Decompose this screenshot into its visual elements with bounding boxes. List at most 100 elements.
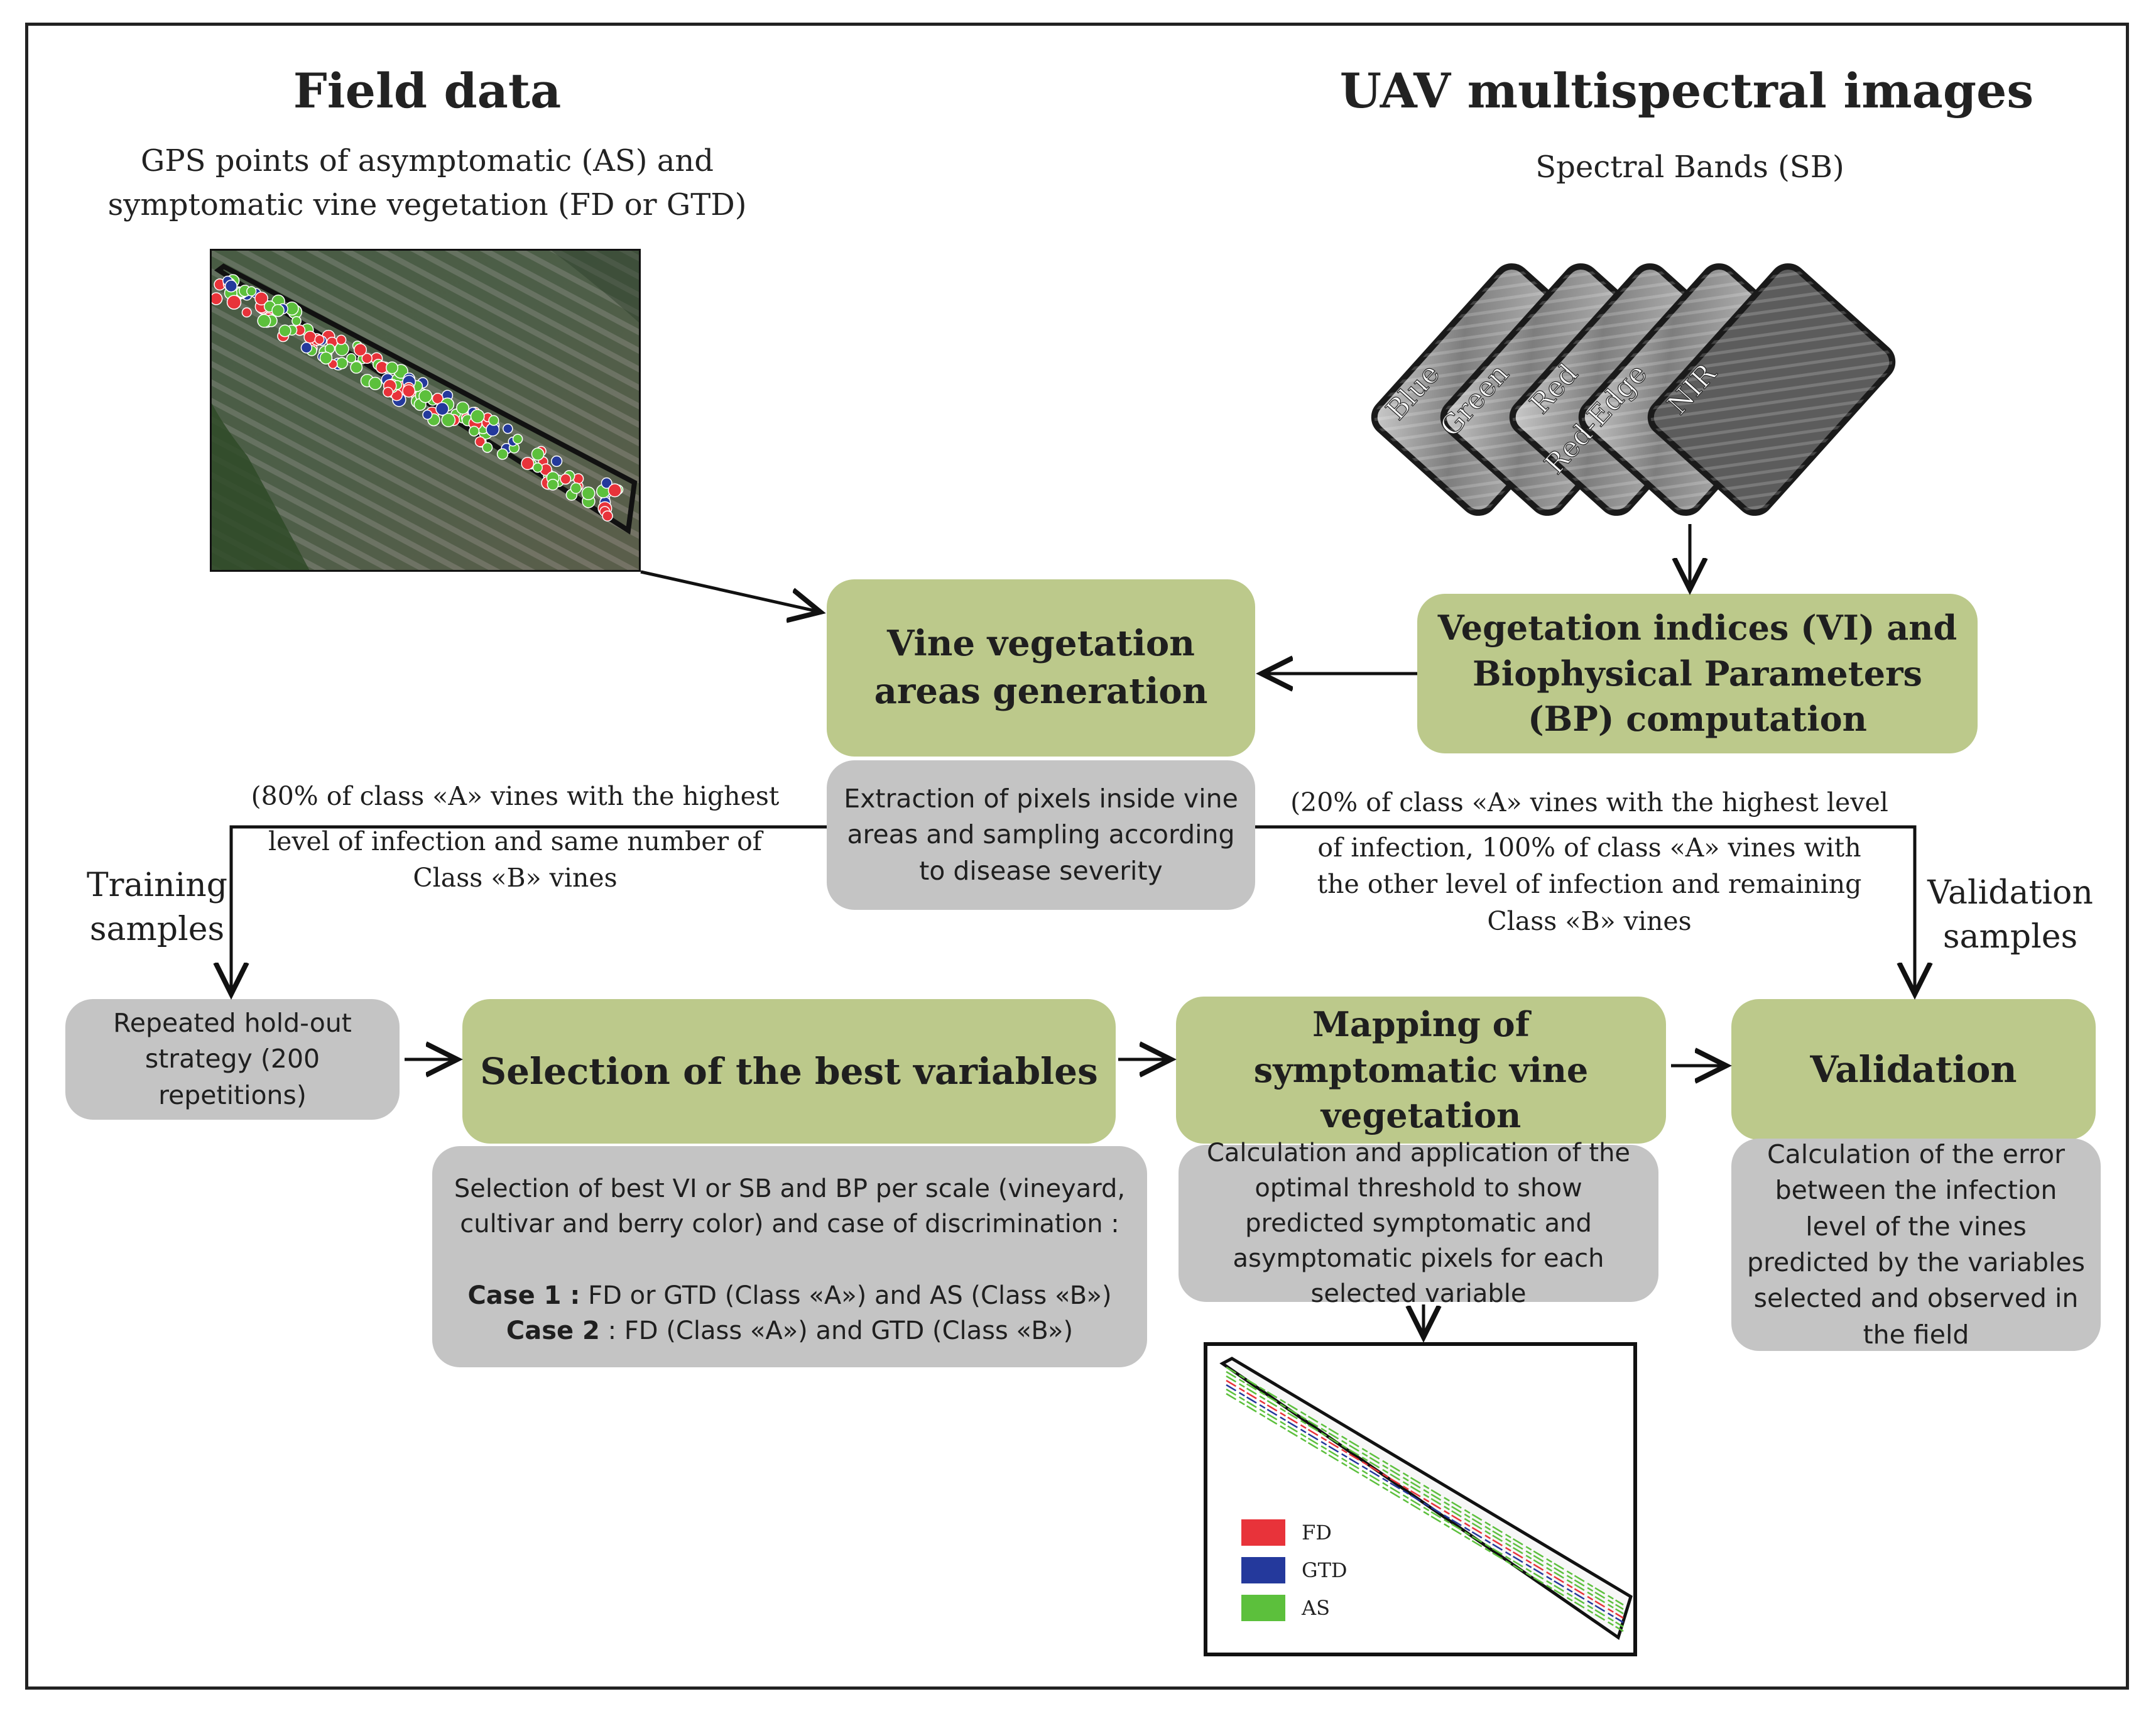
training-label-line1: Training <box>86 866 228 904</box>
predicted-row <box>1226 1370 1624 1610</box>
gps-point <box>291 316 302 326</box>
field-data-subtitle-line1: GPS points of asymptomatic (AS) and <box>141 143 714 178</box>
field-aerial-photo <box>210 249 641 572</box>
uav-subtitle: Spectral Bands (SB) <box>1535 150 1844 185</box>
gps-point <box>602 510 613 522</box>
training-samples-note: (80% of class «A» vines with the highest… <box>239 778 792 897</box>
predicted-row <box>1226 1379 1624 1619</box>
gps-point <box>271 303 285 317</box>
legend-swatch-gtd <box>1241 1557 1285 1583</box>
predicted-row <box>1226 1384 1624 1624</box>
training-label-line2: samples <box>89 910 225 949</box>
legend: FD GTD AS <box>1241 1519 1348 1632</box>
selection-desc-line2: cultivar and berry color) and case of di… <box>460 1210 1119 1238</box>
gps-points <box>210 274 624 522</box>
plot-outline <box>214 263 638 535</box>
gps-point <box>570 482 582 495</box>
mapping-description-box: Calculation and application of the optim… <box>1179 1139 1658 1308</box>
gps-point <box>335 334 347 346</box>
training-note-line1: (80% of class «A» vines with the highest <box>251 781 780 811</box>
vi-bp-computation-box: Vegetation indices (VI) and Biophysical … <box>1417 594 1978 753</box>
gps-point <box>254 292 269 305</box>
gps-point <box>278 324 291 337</box>
holdout-strategy-box: Repeated hold-out strategy (200 repetiti… <box>65 999 400 1120</box>
gps-point <box>601 477 612 489</box>
legend-item-as: AS <box>1241 1595 1348 1621</box>
case1-label: Case 1 : <box>467 1281 580 1310</box>
training-note-line2: level of infection and same number of <box>268 826 762 857</box>
gps-point <box>547 478 559 491</box>
gps-point <box>246 286 257 297</box>
case1-text: FD or GTD (Class «A») and AS (Class «B») <box>580 1281 1112 1310</box>
band-card-nir: NIR <box>1647 263 1896 516</box>
gps-point <box>551 455 563 467</box>
gps-point <box>531 447 545 461</box>
gps-point <box>560 473 572 485</box>
gps-point <box>368 376 382 390</box>
gps-point <box>418 389 433 403</box>
case2-line: Case 2 : FD (Class «A») and GTD (Class «… <box>447 1313 1132 1348</box>
legend-item-fd: FD <box>1241 1519 1348 1546</box>
selection-desc-line1: Selection of best VI or SB and BP per sc… <box>454 1174 1126 1203</box>
validation-label-line1: Validation <box>1927 874 2093 912</box>
gps-point <box>383 386 394 398</box>
gps-point <box>469 425 480 437</box>
legend-swatch-as <box>1241 1595 1285 1621</box>
legend-label-fd: FD <box>1302 1521 1332 1544</box>
field-data-subtitle: GPS points of asymptomatic (AS) and symp… <box>82 139 773 227</box>
predicted-row <box>1226 1375 1624 1615</box>
mapping-box: Mapping of symptomatic vine vegetation <box>1176 997 1666 1144</box>
validation-note-line1: (20% of class «A» vines with the highest… <box>1290 787 1888 817</box>
gps-point <box>607 483 622 498</box>
gps-point <box>521 457 535 471</box>
gps-point <box>224 280 237 293</box>
legend-label-gtd: GTD <box>1302 1558 1348 1582</box>
predicted-row <box>1226 1388 1624 1628</box>
gps-point <box>503 423 513 434</box>
uav-title: UAV multispectral images <box>1339 63 2034 119</box>
gps-point <box>303 331 317 344</box>
best-variables-box: Selection of the best variables <box>462 999 1116 1144</box>
case2-text: : FD (Class «A») and GTD (Class «B») <box>599 1316 1074 1345</box>
gps-point <box>482 442 493 453</box>
figure-frame <box>25 23 2129 1690</box>
gps-point <box>456 401 470 415</box>
validation-description-box: Calculation of the error between the inf… <box>1731 1139 2101 1351</box>
gps-point <box>532 462 543 473</box>
validation-note-line2: of infection, 100% of class «A» vines wi… <box>1317 833 1861 863</box>
legend-label-as: AS <box>1302 1596 1331 1620</box>
gps-point <box>361 353 373 364</box>
vine-areas-generation-box: Vine vegetation areas generation <box>827 579 1255 757</box>
training-samples-label: Training samples <box>63 863 251 951</box>
field-data-subtitle-line2: symptomatic vine vegetation (FD or GTD) <box>107 187 747 222</box>
gps-point <box>435 402 449 416</box>
legend-item-gtd: GTD <box>1241 1557 1348 1583</box>
gps-point <box>314 334 325 345</box>
gps-point <box>257 314 271 328</box>
tree-patch <box>210 400 310 572</box>
case1-line: Case 1 : FD or GTD (Class «A») and AS (C… <box>447 1278 1132 1313</box>
gps-point <box>354 343 368 357</box>
validation-samples-note: (20% of class «A» vines with the highest… <box>1282 784 1897 939</box>
gps-point <box>346 353 357 364</box>
gps-point <box>335 357 348 369</box>
gps-point <box>432 393 444 405</box>
gps-point <box>319 351 333 365</box>
predicted-row <box>1226 1392 1624 1632</box>
gps-point <box>441 413 456 427</box>
gps-point <box>385 361 399 374</box>
predicted-rows <box>1226 1366 1624 1632</box>
validation-label-line2: samples <box>1942 918 2078 956</box>
pixel-extraction-box: Extraction of pixels inside vine areas a… <box>827 760 1255 910</box>
validation-samples-label: Validation samples <box>1910 871 2111 959</box>
gps-point <box>470 409 485 424</box>
gps-point <box>581 486 596 501</box>
gps-point <box>226 295 242 310</box>
gps-point <box>474 436 486 447</box>
validation-note-line4: Class «B» vines <box>1487 905 1692 936</box>
gps-point <box>402 384 416 398</box>
gps-point <box>422 409 433 420</box>
gps-point <box>350 361 363 374</box>
validation-note-line3: the other level of infection and remaini… <box>1317 869 1862 900</box>
